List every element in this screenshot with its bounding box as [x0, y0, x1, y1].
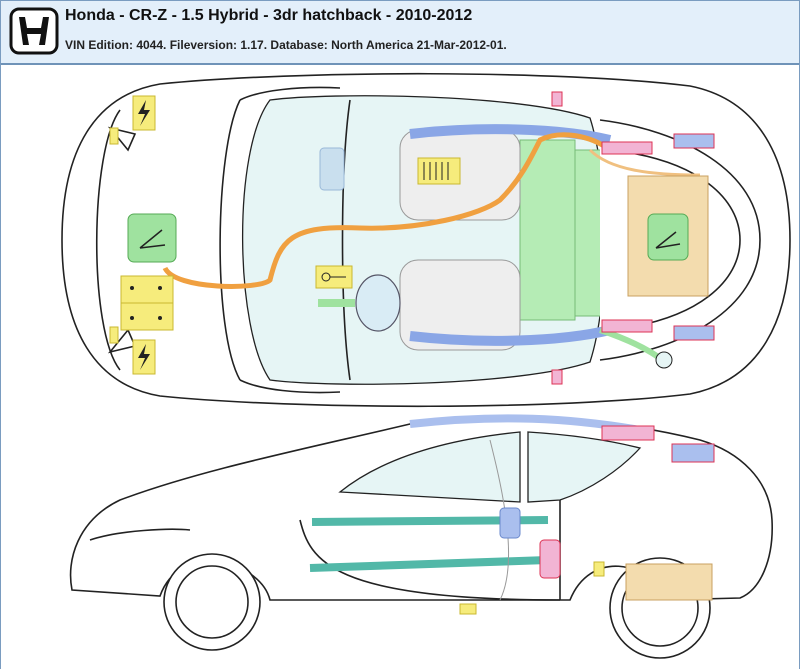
sensor-front-left — [109, 326, 119, 344]
seatbelt-icon — [417, 157, 461, 185]
page-title: Honda - CR-Z - 1.5 Hybrid - 3dr hatchbac… — [65, 7, 473, 24]
steering-wheel-icon — [355, 274, 401, 332]
wiring-harness — [162, 132, 612, 289]
belt-pretensioner — [539, 539, 561, 579]
curtain-airbag-right — [409, 124, 612, 145]
side-airbag-roof — [601, 425, 655, 441]
side-airbag-left — [601, 319, 653, 333]
side-window-rear — [527, 431, 642, 503]
page-subtitle: VIN Edition: 4044. Fileversion: 1.17. Da… — [65, 38, 507, 52]
key-icon — [315, 265, 353, 289]
sensor-b-pillar-right — [551, 91, 563, 107]
lightning-icon — [132, 95, 156, 131]
top-components — [109, 91, 715, 385]
battery-side — [625, 563, 713, 601]
sensor-front-right — [109, 127, 119, 145]
controller-icon — [127, 213, 177, 263]
roof-panel — [519, 139, 576, 321]
rear-sensor-side — [671, 443, 715, 463]
pad-cabin — [319, 147, 345, 191]
header-bar: Honda - CR-Z - 1.5 Hybrid - 3dr hatchbac… — [0, 0, 800, 65]
side-window-front — [338, 431, 521, 503]
car-diagram — [61, 72, 791, 659]
fuel-cap — [655, 351, 673, 369]
honda-logo-icon — [9, 7, 59, 55]
side-airbag-right — [601, 141, 653, 155]
lightning-icon — [132, 339, 156, 375]
rear-sill-sensor — [593, 561, 605, 577]
side-view — [69, 414, 773, 659]
ecu-module — [120, 275, 174, 331]
sensor-b-pillar-left — [551, 369, 563, 385]
curtain-airbag-left — [409, 325, 612, 346]
side-components — [459, 425, 715, 615]
controller-icon — [647, 213, 689, 261]
rear-sensor-left — [673, 325, 715, 341]
sill-sensor — [459, 603, 477, 615]
frame-left — [0, 64, 1, 669]
seat-sensor — [499, 507, 521, 539]
rear-sensor-right — [673, 133, 715, 149]
